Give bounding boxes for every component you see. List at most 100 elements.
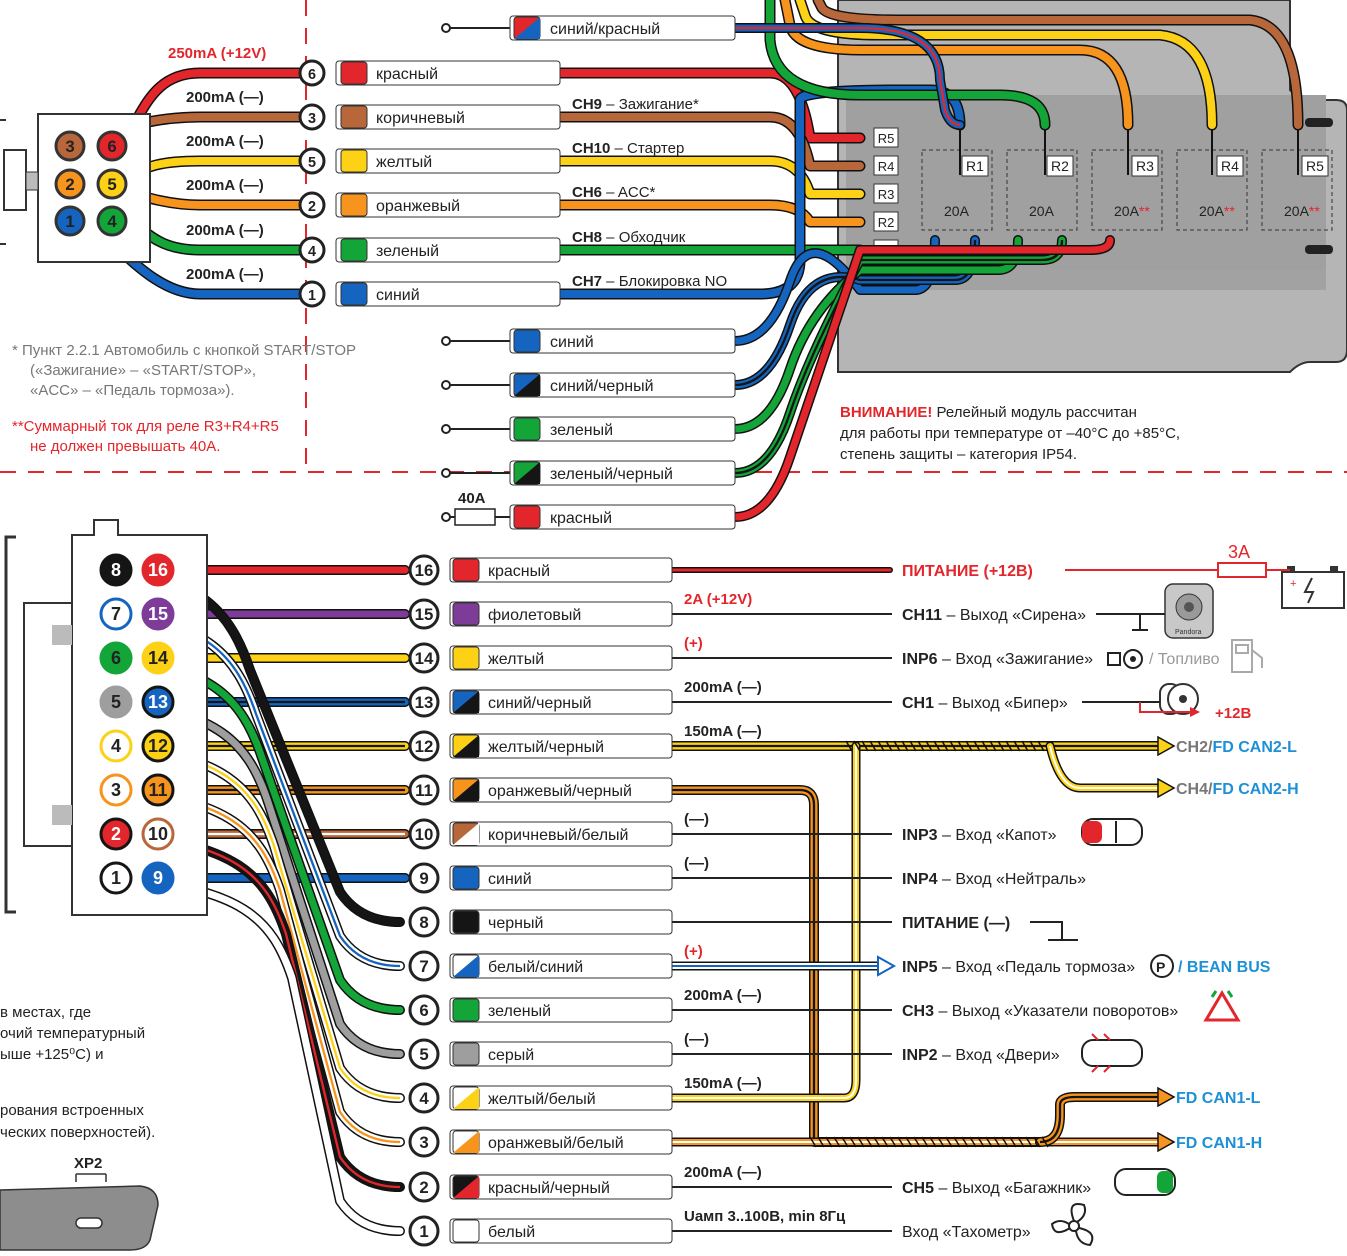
bottom-row-pin-2: 2 xyxy=(419,1178,428,1197)
beeper-icon xyxy=(1159,683,1199,715)
swatch-6 xyxy=(340,61,368,85)
color-box-1 xyxy=(449,1218,673,1244)
footnotes: * Пункт 2.2.1 Автомобиль с кнопкой START… xyxy=(12,342,356,455)
top-wire-2-right xyxy=(556,201,864,226)
relay-rating-mark: ** xyxy=(1139,203,1150,219)
relay-name-R5: R5 xyxy=(1306,158,1324,174)
channel-id: INP6 xyxy=(902,651,938,668)
relay2-feed xyxy=(766,0,1049,129)
color-box xyxy=(509,416,736,442)
twist-mark xyxy=(917,740,925,752)
twist-mark xyxy=(869,740,877,752)
warning-note: ВНИМАНИЕ! Релейный модуль рассчитан для … xyxy=(840,404,1180,463)
twist-mark xyxy=(885,740,893,752)
relay-rating-mark: ** xyxy=(1309,203,1320,219)
hazard-icon xyxy=(1203,990,1241,1022)
terminal xyxy=(441,468,451,478)
relay-name-box-R3 xyxy=(1131,155,1159,177)
color-name-10: коричневый/белый xyxy=(488,827,629,844)
channel-id: CH8 xyxy=(572,229,602,246)
swatch-7 xyxy=(452,954,480,978)
bottom-row-pin-9-circle xyxy=(408,862,440,894)
color-box-2 xyxy=(449,1174,673,1200)
top-row-pin-4: 4 xyxy=(308,244,316,260)
relay-name-R4: R4 xyxy=(1221,158,1239,174)
twist-mark xyxy=(997,740,1005,752)
twist-mark xyxy=(921,1136,929,1148)
top-connector-pin-6: 6 xyxy=(107,137,116,156)
twist-mark xyxy=(981,740,989,752)
twist-mark xyxy=(1021,740,1029,752)
swatch-3 xyxy=(452,1130,480,1154)
footnote-1-line1: * Пункт 2.2.1 Автомобиль с кнопкой START… xyxy=(12,342,356,359)
bottom-connector-pin-5-circle xyxy=(99,685,133,719)
swatch-6 xyxy=(452,998,480,1022)
color-box-5 xyxy=(449,1041,673,1067)
top-connector-pin-6-circle xyxy=(96,130,128,162)
function-label-14: INP6 – Вход «Зажигание» xyxy=(902,651,1093,668)
relay-box-R1 xyxy=(921,149,993,231)
channel-id: CH10 xyxy=(572,140,610,157)
color-box xyxy=(509,328,736,354)
twist-mark xyxy=(881,1136,889,1148)
terminal xyxy=(441,336,451,346)
warning-head: ВНИМАНИЕ! xyxy=(840,404,932,421)
bottom-row-pin-10-circle xyxy=(408,818,440,850)
current-label-7: (+) xyxy=(684,943,703,960)
bottom-row-pin-9: 9 xyxy=(419,869,428,888)
twist-mark xyxy=(989,740,997,752)
channel-func: – Вход «Двери» xyxy=(938,1047,1060,1064)
bottom-connector-pin-7: 7 xyxy=(111,604,121,624)
relay-name-R1: R1 xyxy=(966,158,984,174)
channel-func: – Выход «Бипер» xyxy=(934,695,1068,712)
top-connector-pin-3-circle xyxy=(54,130,86,162)
channel-func: – Вход «Капот» xyxy=(938,827,1057,844)
current-label-10: (—) xyxy=(684,811,709,828)
relay-box-R2 xyxy=(1006,149,1078,231)
relay-wire-0: синий/красный xyxy=(441,15,736,41)
arrow-head xyxy=(1157,735,1176,757)
swatch-5 xyxy=(340,149,368,173)
bottom-connector-pin-15-circle xyxy=(141,597,175,631)
bottom-row-pin-1-circle xyxy=(408,1215,440,1247)
color-box xyxy=(509,372,736,398)
car-doors-icon xyxy=(1081,1033,1143,1073)
car-hood-icon xyxy=(1081,818,1143,846)
channel-func: – Выход «Указатели поворотов» xyxy=(934,1003,1178,1020)
swatch-12 xyxy=(452,734,480,758)
brake-pedal-icon: P xyxy=(1150,954,1174,978)
twist-mark xyxy=(1001,1136,1009,1148)
top-row-pin-4-circle xyxy=(298,236,326,264)
relay-out-wire-5 xyxy=(731,236,1114,521)
relay-out-wire-0-stripe xyxy=(735,26,961,127)
color-name-4: желтый/белый xyxy=(488,1091,596,1108)
relay-rating-R2: 20A xyxy=(1029,203,1055,219)
color-name-9: синий xyxy=(488,871,532,888)
twist-mark xyxy=(933,740,941,752)
bottom-connector-pin-16: 16 xyxy=(148,560,168,580)
bottom-row-pin-8-circle xyxy=(408,906,440,938)
can-bus-orange-stripe xyxy=(672,788,1040,1144)
function-label-7: INP5 – Вход «Педаль тормоза» xyxy=(902,959,1135,976)
color-name: красный xyxy=(550,510,612,527)
color-box-3 xyxy=(335,104,561,130)
bottom-connector-pin-6-circle xyxy=(99,641,133,675)
twist-mark xyxy=(853,740,861,752)
channel-func: – Обходчик xyxy=(602,229,686,246)
terminal xyxy=(441,23,451,33)
color-box-6 xyxy=(335,60,561,86)
function-label-1: Вход «Тахометр» xyxy=(902,1224,1031,1241)
color-name-14: желтый xyxy=(488,651,544,668)
left-note: в местах, где очий температурный ыше +12… xyxy=(0,1004,155,1141)
fuel-pump-icon xyxy=(1231,639,1263,673)
color-name-11: оранжевый/черный xyxy=(488,783,632,800)
bottom-row-pin-7-circle xyxy=(408,950,440,982)
footnote-1-line3: «ACC» – «Педаль тормоза»). xyxy=(30,382,235,399)
color-name: зеленый/черный xyxy=(550,466,673,483)
top-connector-pin-3: 3 xyxy=(65,137,74,156)
twist-mark xyxy=(873,1136,881,1148)
can2h-wire-stripe xyxy=(1049,745,1160,789)
footnote-2-line1: **Суммарный ток для реле R3+R4+R5 xyxy=(12,418,279,435)
